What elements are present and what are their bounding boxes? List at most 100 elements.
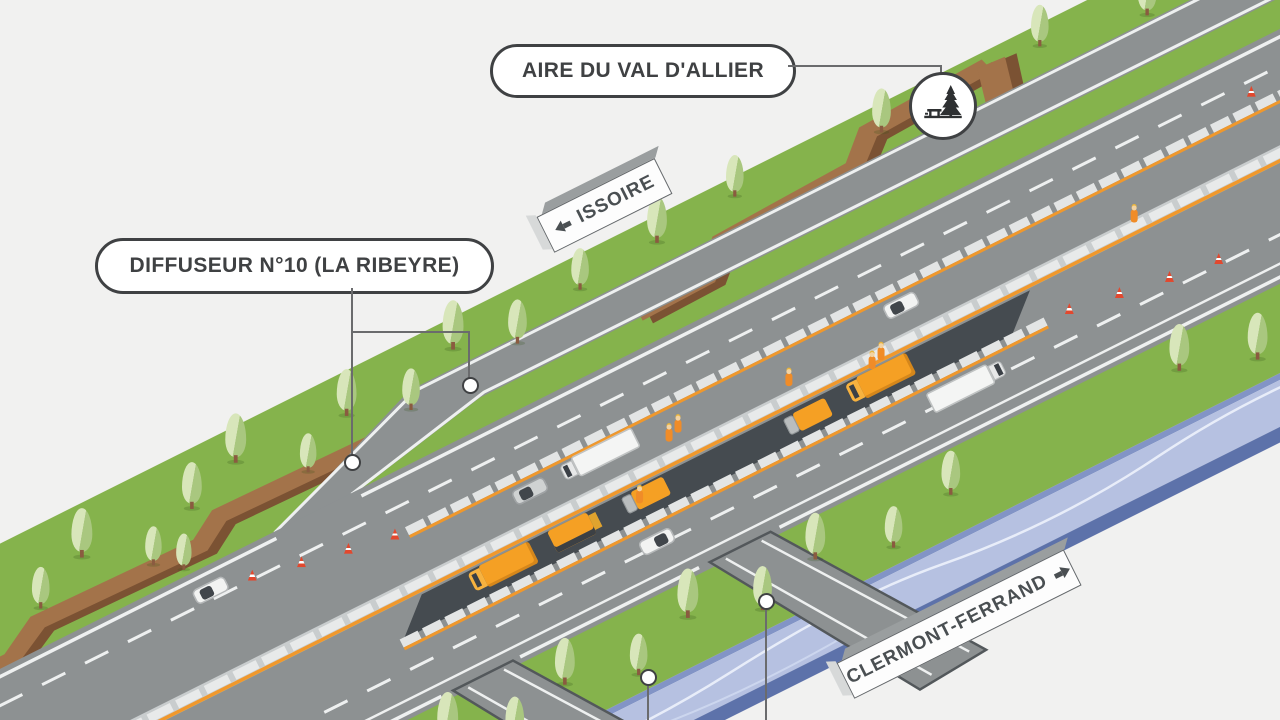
callout-line xyxy=(468,333,470,379)
tree-crown xyxy=(629,633,648,671)
interchange-callout-label: DIFFUSEUR N°10 (LA RIBEYRE) xyxy=(129,254,460,277)
tree xyxy=(872,88,891,128)
road-roller-convoy xyxy=(792,397,834,432)
tree-crown xyxy=(571,248,589,285)
car-right-carriageway xyxy=(637,526,677,557)
traffic-cone xyxy=(1247,86,1256,97)
tree xyxy=(726,155,744,192)
road-worker xyxy=(674,419,682,433)
tree xyxy=(941,450,961,490)
tree-crown xyxy=(402,368,420,406)
traffic-cone xyxy=(1165,271,1174,282)
tree-crown xyxy=(726,155,744,192)
tree xyxy=(1031,4,1049,42)
temporary-barriers xyxy=(399,0,1280,651)
callout-line xyxy=(788,65,942,67)
tree-crown xyxy=(884,506,903,543)
rest-area-icon xyxy=(909,72,977,140)
callout-line xyxy=(351,331,470,333)
box-truck-contraflow xyxy=(570,427,641,478)
traffic-cone xyxy=(297,556,306,567)
tree-crown xyxy=(437,691,459,720)
interchange-callout-pill: DIFFUSEUR N°10 (LA RIBEYRE) xyxy=(95,238,494,294)
tree-crown xyxy=(1031,4,1049,42)
road-worker xyxy=(636,490,644,504)
tree xyxy=(31,566,50,604)
traffic-cone xyxy=(248,570,257,581)
car-contraflow xyxy=(510,475,550,507)
traffic-cone xyxy=(1065,303,1074,314)
tree xyxy=(402,368,420,406)
asphalt-paver-convoy xyxy=(546,512,598,554)
tree xyxy=(505,696,525,720)
right-arrow-icon xyxy=(1052,563,1073,581)
tree xyxy=(884,506,903,543)
tree-crown xyxy=(299,433,317,468)
tree-crown xyxy=(176,533,192,566)
callout-line xyxy=(351,288,353,456)
tree-crown xyxy=(181,462,202,504)
rest-area-callout-label: AIRE DU VAL D'ALLIER xyxy=(521,59,765,82)
tree-crown xyxy=(1169,323,1190,366)
road-worker xyxy=(785,373,793,387)
pine-tree-picnic-table-icon xyxy=(924,85,962,119)
tree xyxy=(508,299,527,339)
traffic-cone xyxy=(390,529,399,540)
tree xyxy=(571,248,589,285)
tree xyxy=(71,508,93,552)
tree-crown xyxy=(225,413,247,458)
tree-crown xyxy=(677,568,699,613)
car-contraflow xyxy=(881,290,921,321)
tree xyxy=(442,300,464,344)
traffic-cone xyxy=(1214,253,1223,264)
tree xyxy=(176,533,192,566)
tree xyxy=(1247,312,1268,355)
callout-dot xyxy=(462,377,479,394)
car-left-carriageway xyxy=(190,575,231,606)
tree-crown xyxy=(1247,312,1268,355)
tree-crown xyxy=(336,369,357,411)
tree xyxy=(1169,323,1190,366)
tree xyxy=(629,633,648,671)
tree-crown xyxy=(941,450,961,490)
box-truck-right-carriageway xyxy=(925,363,996,414)
tree xyxy=(1137,0,1157,11)
tree xyxy=(336,369,357,411)
rest-area-callout-pill: AIRE DU VAL D'ALLIER xyxy=(490,44,796,98)
callout-line xyxy=(940,65,942,76)
tree-crown xyxy=(31,566,50,604)
tree-crown xyxy=(508,299,527,339)
tree-crown xyxy=(805,512,826,555)
tree xyxy=(437,691,459,720)
dump-truck-convoy xyxy=(478,541,539,588)
tree xyxy=(145,526,162,561)
tree xyxy=(554,637,575,680)
callout-dot xyxy=(344,454,361,471)
road-worker xyxy=(665,428,673,442)
dump-truck-convoy xyxy=(855,352,917,399)
callout-line xyxy=(647,684,649,720)
road-worker xyxy=(868,356,876,370)
tree-crown xyxy=(872,88,891,128)
tree xyxy=(225,413,247,458)
tree-crown xyxy=(554,637,575,680)
traffic-cone xyxy=(1115,287,1124,298)
tree xyxy=(299,433,317,468)
traffic-cone xyxy=(344,543,353,554)
tree-crown xyxy=(71,508,93,552)
tree xyxy=(677,568,699,613)
road-worker xyxy=(1130,209,1138,223)
tree xyxy=(805,512,826,555)
tree-crown xyxy=(442,300,464,344)
callout-dot xyxy=(640,669,657,686)
tree xyxy=(181,462,202,504)
tree-crown xyxy=(1137,0,1157,11)
left-arrow-icon xyxy=(552,217,574,236)
